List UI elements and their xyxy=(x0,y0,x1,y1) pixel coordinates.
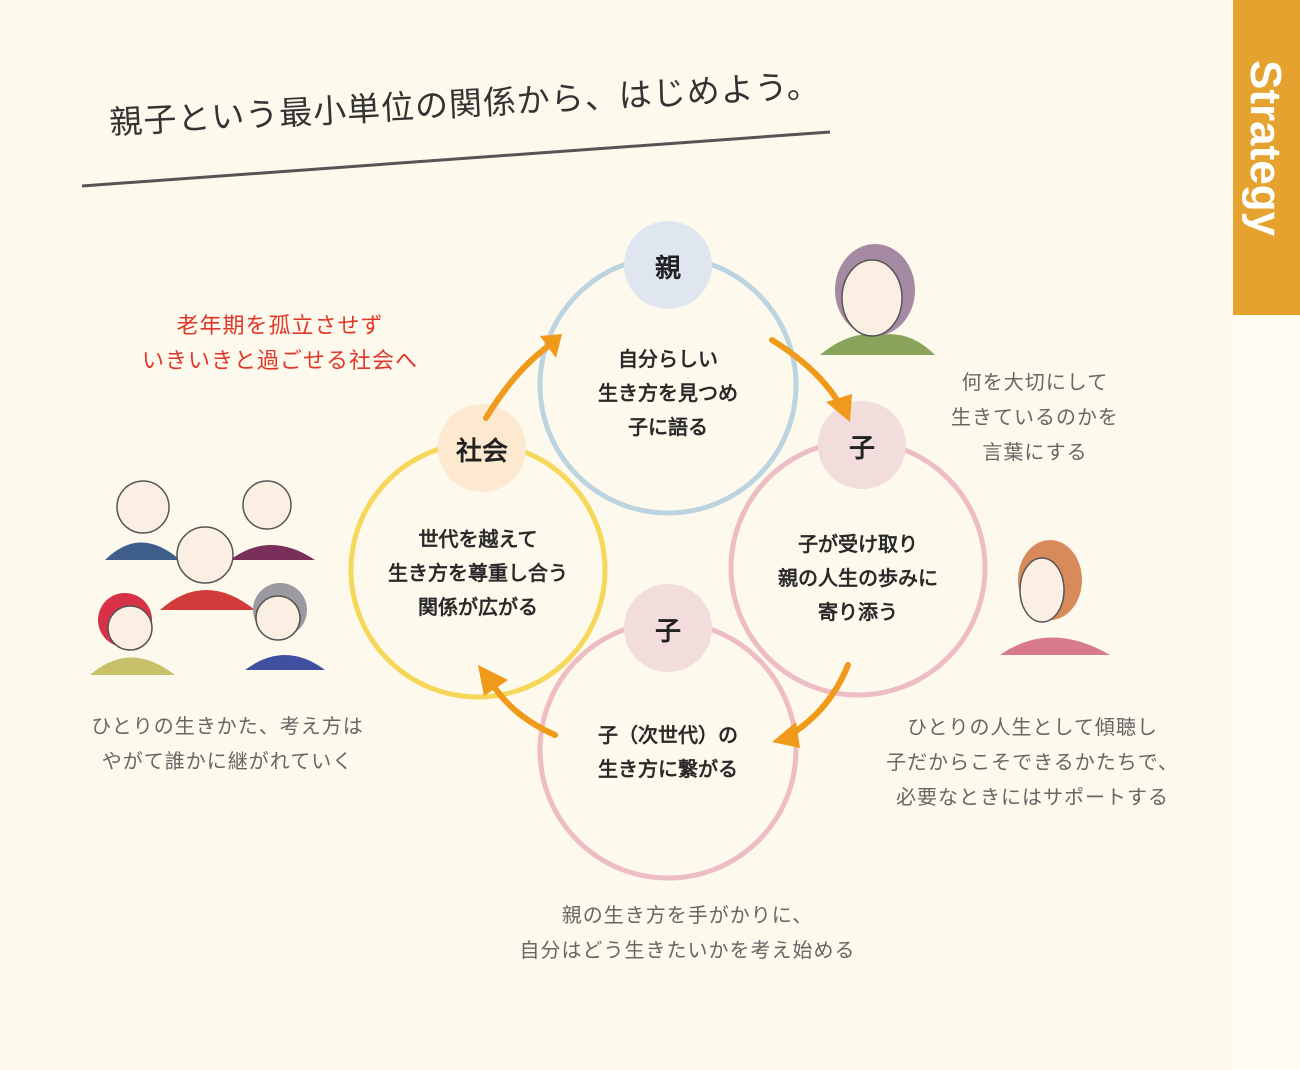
woman-illustration xyxy=(1000,540,1110,655)
node-child: 子 xyxy=(848,434,875,464)
circle-next-gen-text: 子（次世代）の生き方に繋がる xyxy=(598,723,738,781)
strategy-tab: Strategy xyxy=(1233,0,1300,315)
circle-parent-text: 自分らしい生き方を見つめ子に語る xyxy=(598,347,738,439)
node-parent-bg xyxy=(624,221,712,309)
node-parent: 親 xyxy=(654,254,681,284)
society-note: ひとりの生きかた、考え方はやがて誰かに継がれていく xyxy=(91,714,364,773)
node-society: 社会 xyxy=(455,437,508,467)
side-strip xyxy=(1233,315,1300,1070)
node-society-bg xyxy=(438,404,526,492)
arrow-society-to-parent xyxy=(483,342,553,421)
elderly-woman-illustration xyxy=(820,244,935,355)
arrow-child-to-nextgen xyxy=(787,662,851,738)
node-child-bg xyxy=(818,401,906,489)
next-gen-note: 親の生き方を手がかりに、自分はどう生きたいかを考え始める xyxy=(519,903,856,962)
goal-note: 老年期を孤立させずいきいきと過ごせる社会へ xyxy=(141,314,418,374)
arrow-parent-to-child xyxy=(769,337,843,408)
circle-child-text: 子が受け取り親の人生の歩みに寄り添う xyxy=(778,532,938,624)
circle-society-text: 世代を越えて生き方を尊重し合う関係が広がる xyxy=(388,527,568,619)
node-next-gen: 子 xyxy=(654,617,681,647)
group-illustration xyxy=(90,480,325,675)
parent-note: 何を大切にして生きているのかを言葉にする xyxy=(951,370,1119,464)
title-underline xyxy=(81,130,831,188)
node-next-gen-bg xyxy=(624,584,712,672)
child-note: ひとりの人生として傾聴し子だからこそできるかたちで、必要なときにはサポートする xyxy=(886,715,1179,809)
